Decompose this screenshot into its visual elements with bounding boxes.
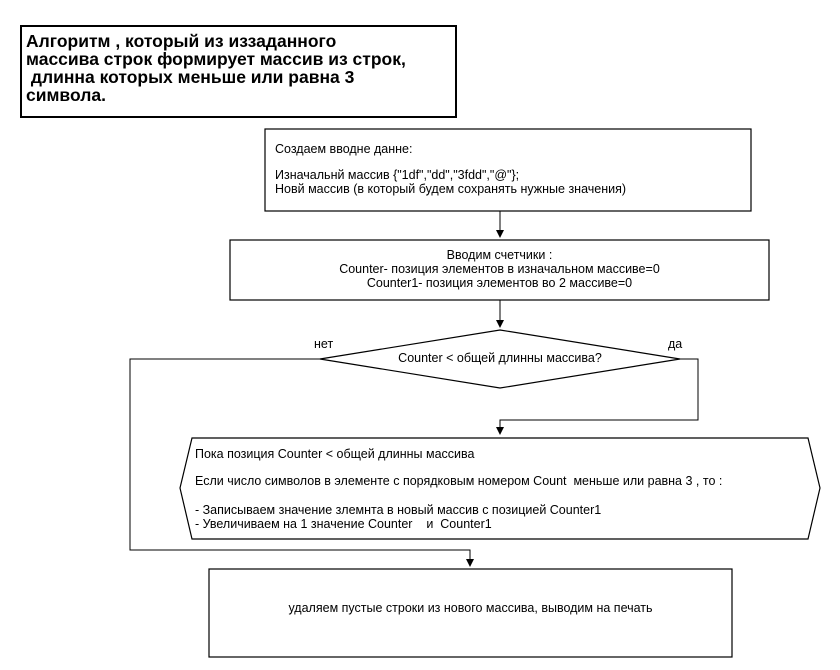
title-line-2: массива строк формирует массив из строк, — [26, 49, 406, 69]
connector-no-branch — [129, 358, 474, 567]
title-line-1: Алгоритм , который из иззаданного — [26, 31, 337, 51]
counters-line-3: Counter1- позиция элементов во 2 массиве… — [366, 276, 633, 290]
loop-line-2: Если число символов в элементе с порядко… — [195, 474, 723, 488]
counters-block — [229, 239, 770, 301]
counters-line-2: Counter- позиция элементов в изначальном… — [339, 262, 660, 276]
output-block — [208, 568, 733, 658]
title-box: Алгоритм , который из иззаданного массив… — [20, 25, 457, 118]
loop-line-4: - Увеличиваем на 1 значение Counter и Co… — [195, 517, 492, 531]
output-text: удаляем пустые строки из нового массива,… — [288, 601, 653, 615]
input-line-1: Создаем вводне данне: — [275, 142, 413, 156]
decision-yes-label: да — [668, 337, 683, 351]
decision-diamond — [319, 329, 681, 389]
input-data-block — [264, 128, 752, 212]
counters-line-1: Вводим счетчики : — [446, 248, 553, 262]
loop-block — [179, 437, 821, 540]
input-line-2: Изначальнй массив {"1df","dd","3fdd","@"… — [275, 168, 520, 182]
title-line-3: длинна которых меньше или равна 3 — [26, 67, 355, 87]
decision-question: Counter < общей длинны массива? — [398, 351, 602, 365]
connector-yes-branch — [496, 358, 699, 435]
loop-line-1: Пока позиция Counter < общей длинны масс… — [195, 447, 475, 461]
loop-line-3: - Записываем значение злемнта в новый ма… — [195, 503, 602, 517]
title-line-4: символа. — [26, 85, 106, 105]
decision-no-label: нет — [314, 337, 334, 351]
input-line-3: Новй массив (в который будем сохранять н… — [275, 182, 627, 196]
